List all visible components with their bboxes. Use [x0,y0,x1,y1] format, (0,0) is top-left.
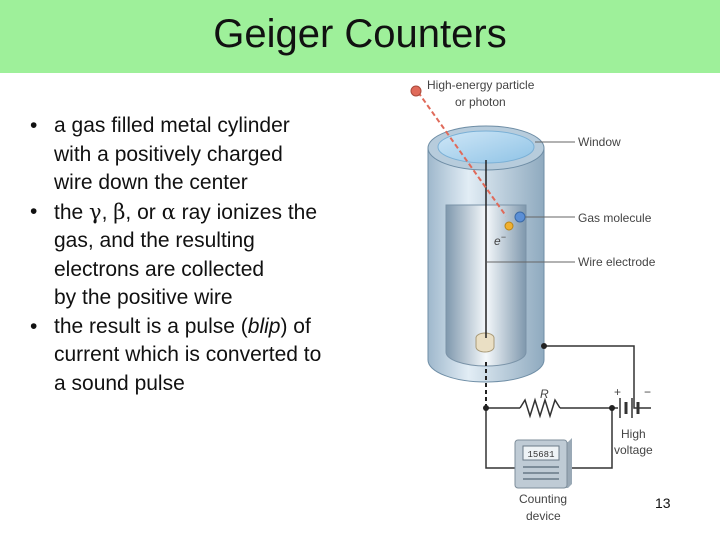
wire-electrode-label: Wire electrode [578,255,656,269]
text-fragment: the result is a pulse ( [54,314,248,338]
bullet-line: a gas filled metal cylinder [54,114,290,137]
bullet-line: by the positive wire [54,286,233,309]
bullet-dot: • [30,199,38,223]
bullet-list: • a gas filled metal cylinder with a pos… [30,112,390,398]
text-fragment: ray ionizes the [175,200,318,224]
bullet-line: the result is a pulse (blip) of [54,313,390,342]
bullet-line: electrons are collected [54,257,265,281]
text-fragment: ) of [280,314,311,338]
particle-path: e− [410,85,526,248]
resistor [519,397,561,419]
circuit [485,345,651,469]
beta-symbol: β [113,199,126,224]
text-fragment: , [101,200,114,224]
text-fragment: , or [125,200,162,224]
resistor-label: R [540,387,549,401]
junction-dot [483,405,489,411]
high-voltage-label-line2: voltage [614,443,653,457]
title-bar [0,0,720,73]
counting-device-label-line1: Counting [519,492,567,506]
insulator [475,332,495,353]
cylinder [427,125,545,408]
bullet-item: • a gas filled metal cylinder with a pos… [30,112,390,198]
counting-device: 15681 [514,438,572,489]
electron-charge: − [501,232,506,242]
gas-molecule-label: Gas molecule [578,211,652,225]
counting-device-label-line2: device [526,509,561,523]
text-fragment: the [54,200,90,224]
battery-minus-label: − [644,385,651,399]
electron [504,221,514,231]
battery-plus-label: + [614,385,621,399]
high-voltage-label-line1: High [621,427,646,441]
bullet-dot: • [30,114,38,137]
bullet-line: wire down the center [54,171,248,194]
slide-title: Geiger Counters [213,12,507,56]
bullet-item: • the γ, β, or α ray ionizes the gas, an… [30,198,390,313]
page-number: 13 [655,495,671,511]
bullet-line: a sound pulse [54,371,185,395]
counter-display-value: 15681 [527,450,554,460]
particle-label-line2: or photon [455,95,506,109]
bullet-line: gas, and the resulting [54,229,255,252]
junction-dot [541,343,547,349]
junction-dot [609,405,615,411]
counter-display [522,445,560,461]
battery [619,398,640,418]
particle-label-line1: High-energy particle [427,78,535,92]
callout-lines [487,141,575,263]
window-label: Window [578,135,621,149]
electron-symbol: e [494,234,501,248]
electron-label: e− [494,232,506,248]
italic-term: blip [247,314,281,338]
bullet-line: the γ, β, or α ray ionizes the [54,198,390,228]
bullet-dot: • [30,314,38,338]
particle [410,85,422,97]
gas-molecule [514,211,526,223]
bullet-item: • the result is a pulse (blip) of curren… [30,313,390,399]
window [437,130,535,164]
gamma-symbol: γ [89,199,102,224]
bullet-line: current which is converted to [54,343,322,366]
bullet-line: with a positively charged [54,142,283,166]
alpha-symbol: α [161,199,176,224]
